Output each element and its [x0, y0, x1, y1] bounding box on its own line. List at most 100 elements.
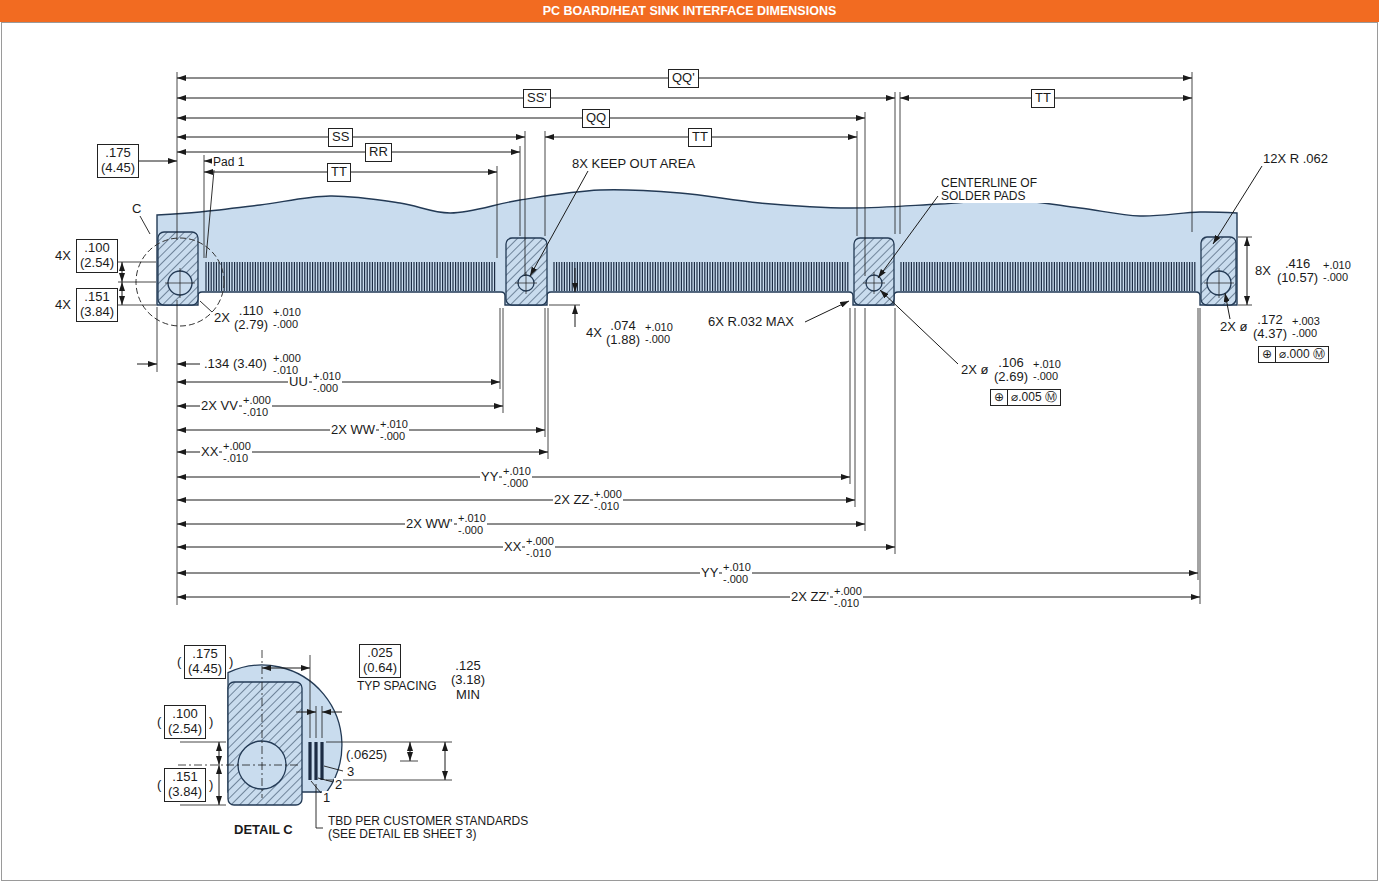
- basic-dimension-value: .100 (2.54): [168, 707, 202, 737]
- solder-pad: [476, 262, 477, 291]
- solder-pad: [926, 262, 927, 291]
- solder-pad: [468, 262, 469, 291]
- solder-pad: [218, 262, 219, 291]
- solder-pad: [756, 262, 757, 291]
- solder-pad: [800, 262, 801, 291]
- solder-pad: [811, 262, 812, 291]
- solder-pad: [273, 262, 274, 291]
- solder-pad: [237, 262, 238, 291]
- solder-pad: [1069, 262, 1070, 291]
- solder-pad: [978, 262, 979, 291]
- solder-pad: [330, 262, 331, 291]
- dimension-line: [177, 500, 855, 501]
- solder-pad: [1171, 262, 1172, 291]
- center-line: [178, 765, 298, 766]
- dimension-line: [177, 524, 865, 525]
- drawing-note: ): [208, 715, 214, 729]
- solder-pad: [1147, 262, 1148, 291]
- solder-pad: [1176, 262, 1177, 291]
- title-banner: [0, 0, 1379, 22]
- solder-pad: [289, 262, 290, 291]
- drawing-note: 2X ZZ: [553, 493, 590, 507]
- solder-pad: [463, 262, 464, 291]
- solder-pad: [813, 262, 814, 291]
- solder-pad: [304, 262, 305, 291]
- solder-pad: [774, 262, 775, 291]
- tolerance-value: +.010 -.000: [502, 466, 532, 489]
- center-mark: [874, 272, 875, 294]
- solder-pad: [1010, 262, 1011, 291]
- extension-line: [545, 308, 546, 437]
- solder-pad: [670, 262, 671, 291]
- leader-arrow: [805, 301, 849, 322]
- keep-out-pad: [854, 238, 894, 305]
- solder-pad: [317, 262, 318, 291]
- drawing-note: 2X WW': [405, 517, 454, 531]
- solder-pad: [1103, 262, 1104, 291]
- extension-line: [1238, 237, 1252, 238]
- solder-pad: [390, 262, 391, 291]
- basic-dimension-box: .175 (4.45): [184, 645, 226, 679]
- drawing-note: ): [228, 655, 234, 669]
- solder-pad: [621, 262, 622, 291]
- solder-pad: [798, 262, 799, 291]
- solder-pad: [1098, 262, 1099, 291]
- solder-pad: [341, 262, 342, 291]
- solder-pad: [1064, 262, 1065, 291]
- solder-pad: [769, 262, 770, 291]
- solder-pad: [1116, 262, 1117, 291]
- solder-pad: [270, 262, 271, 291]
- solder-pad: [403, 262, 404, 291]
- solder-pad: [356, 262, 357, 291]
- drawing-note: 2X ø: [1219, 320, 1248, 334]
- solder-pad: [1194, 262, 1195, 291]
- solder-pad: [361, 262, 362, 291]
- solder-pad: [489, 262, 490, 291]
- solder-pad: [691, 262, 692, 291]
- tolerance-value: +.000 -.010: [272, 353, 302, 376]
- solder-pad: [460, 262, 461, 291]
- dimension-value: .125 (3.18) MIN: [450, 659, 486, 702]
- solder-pad: [291, 262, 292, 291]
- drawing-note: 1: [322, 791, 331, 805]
- solder-pad: [229, 262, 230, 291]
- drawing-note: 2X ø: [960, 363, 989, 377]
- extension-line: [1192, 72, 1193, 232]
- drawing-note: (: [176, 655, 182, 669]
- basic-dimension-box: QQ': [668, 69, 699, 88]
- tolerance-value: +.003 -.000: [1291, 316, 1321, 339]
- solder-pad: [411, 262, 412, 291]
- solder-pad: [1132, 262, 1133, 291]
- extension-line: [118, 282, 156, 283]
- extension-line: [326, 742, 452, 743]
- solder-pad: [572, 262, 573, 291]
- solder-pad: [702, 262, 703, 291]
- solder-pad: [1155, 262, 1156, 291]
- solder-pad: [984, 262, 985, 291]
- solder-pad: [845, 262, 846, 291]
- solder-pad: [826, 262, 827, 291]
- feature-control-cell: ⊕: [990, 389, 1008, 406]
- leader-line: [140, 216, 150, 234]
- solder-pad: [1007, 262, 1008, 291]
- solder-pad: [296, 262, 297, 291]
- solder-pad: [900, 262, 901, 291]
- solder-pad: [746, 262, 747, 291]
- solder-pad: [471, 262, 472, 291]
- center-mark: [1219, 268, 1220, 298]
- solder-pad: [556, 262, 557, 291]
- solder-pad: [829, 262, 830, 291]
- solder-pad: [484, 262, 485, 291]
- extension-line: [548, 308, 549, 459]
- solder-pad: [278, 262, 279, 291]
- solder-pad: [1129, 262, 1130, 291]
- solder-pad: [1030, 262, 1031, 291]
- drawing-note: 2X ZZ': [790, 590, 830, 604]
- dimension-line: [122, 282, 123, 305]
- tolerance-value: +.010 -.000: [272, 307, 302, 330]
- solder-pad: [1080, 262, 1081, 291]
- dimension-line: [177, 597, 1200, 598]
- solder-pad: [1124, 262, 1125, 291]
- solder-pad: [842, 262, 843, 291]
- solder-pad: [694, 262, 695, 291]
